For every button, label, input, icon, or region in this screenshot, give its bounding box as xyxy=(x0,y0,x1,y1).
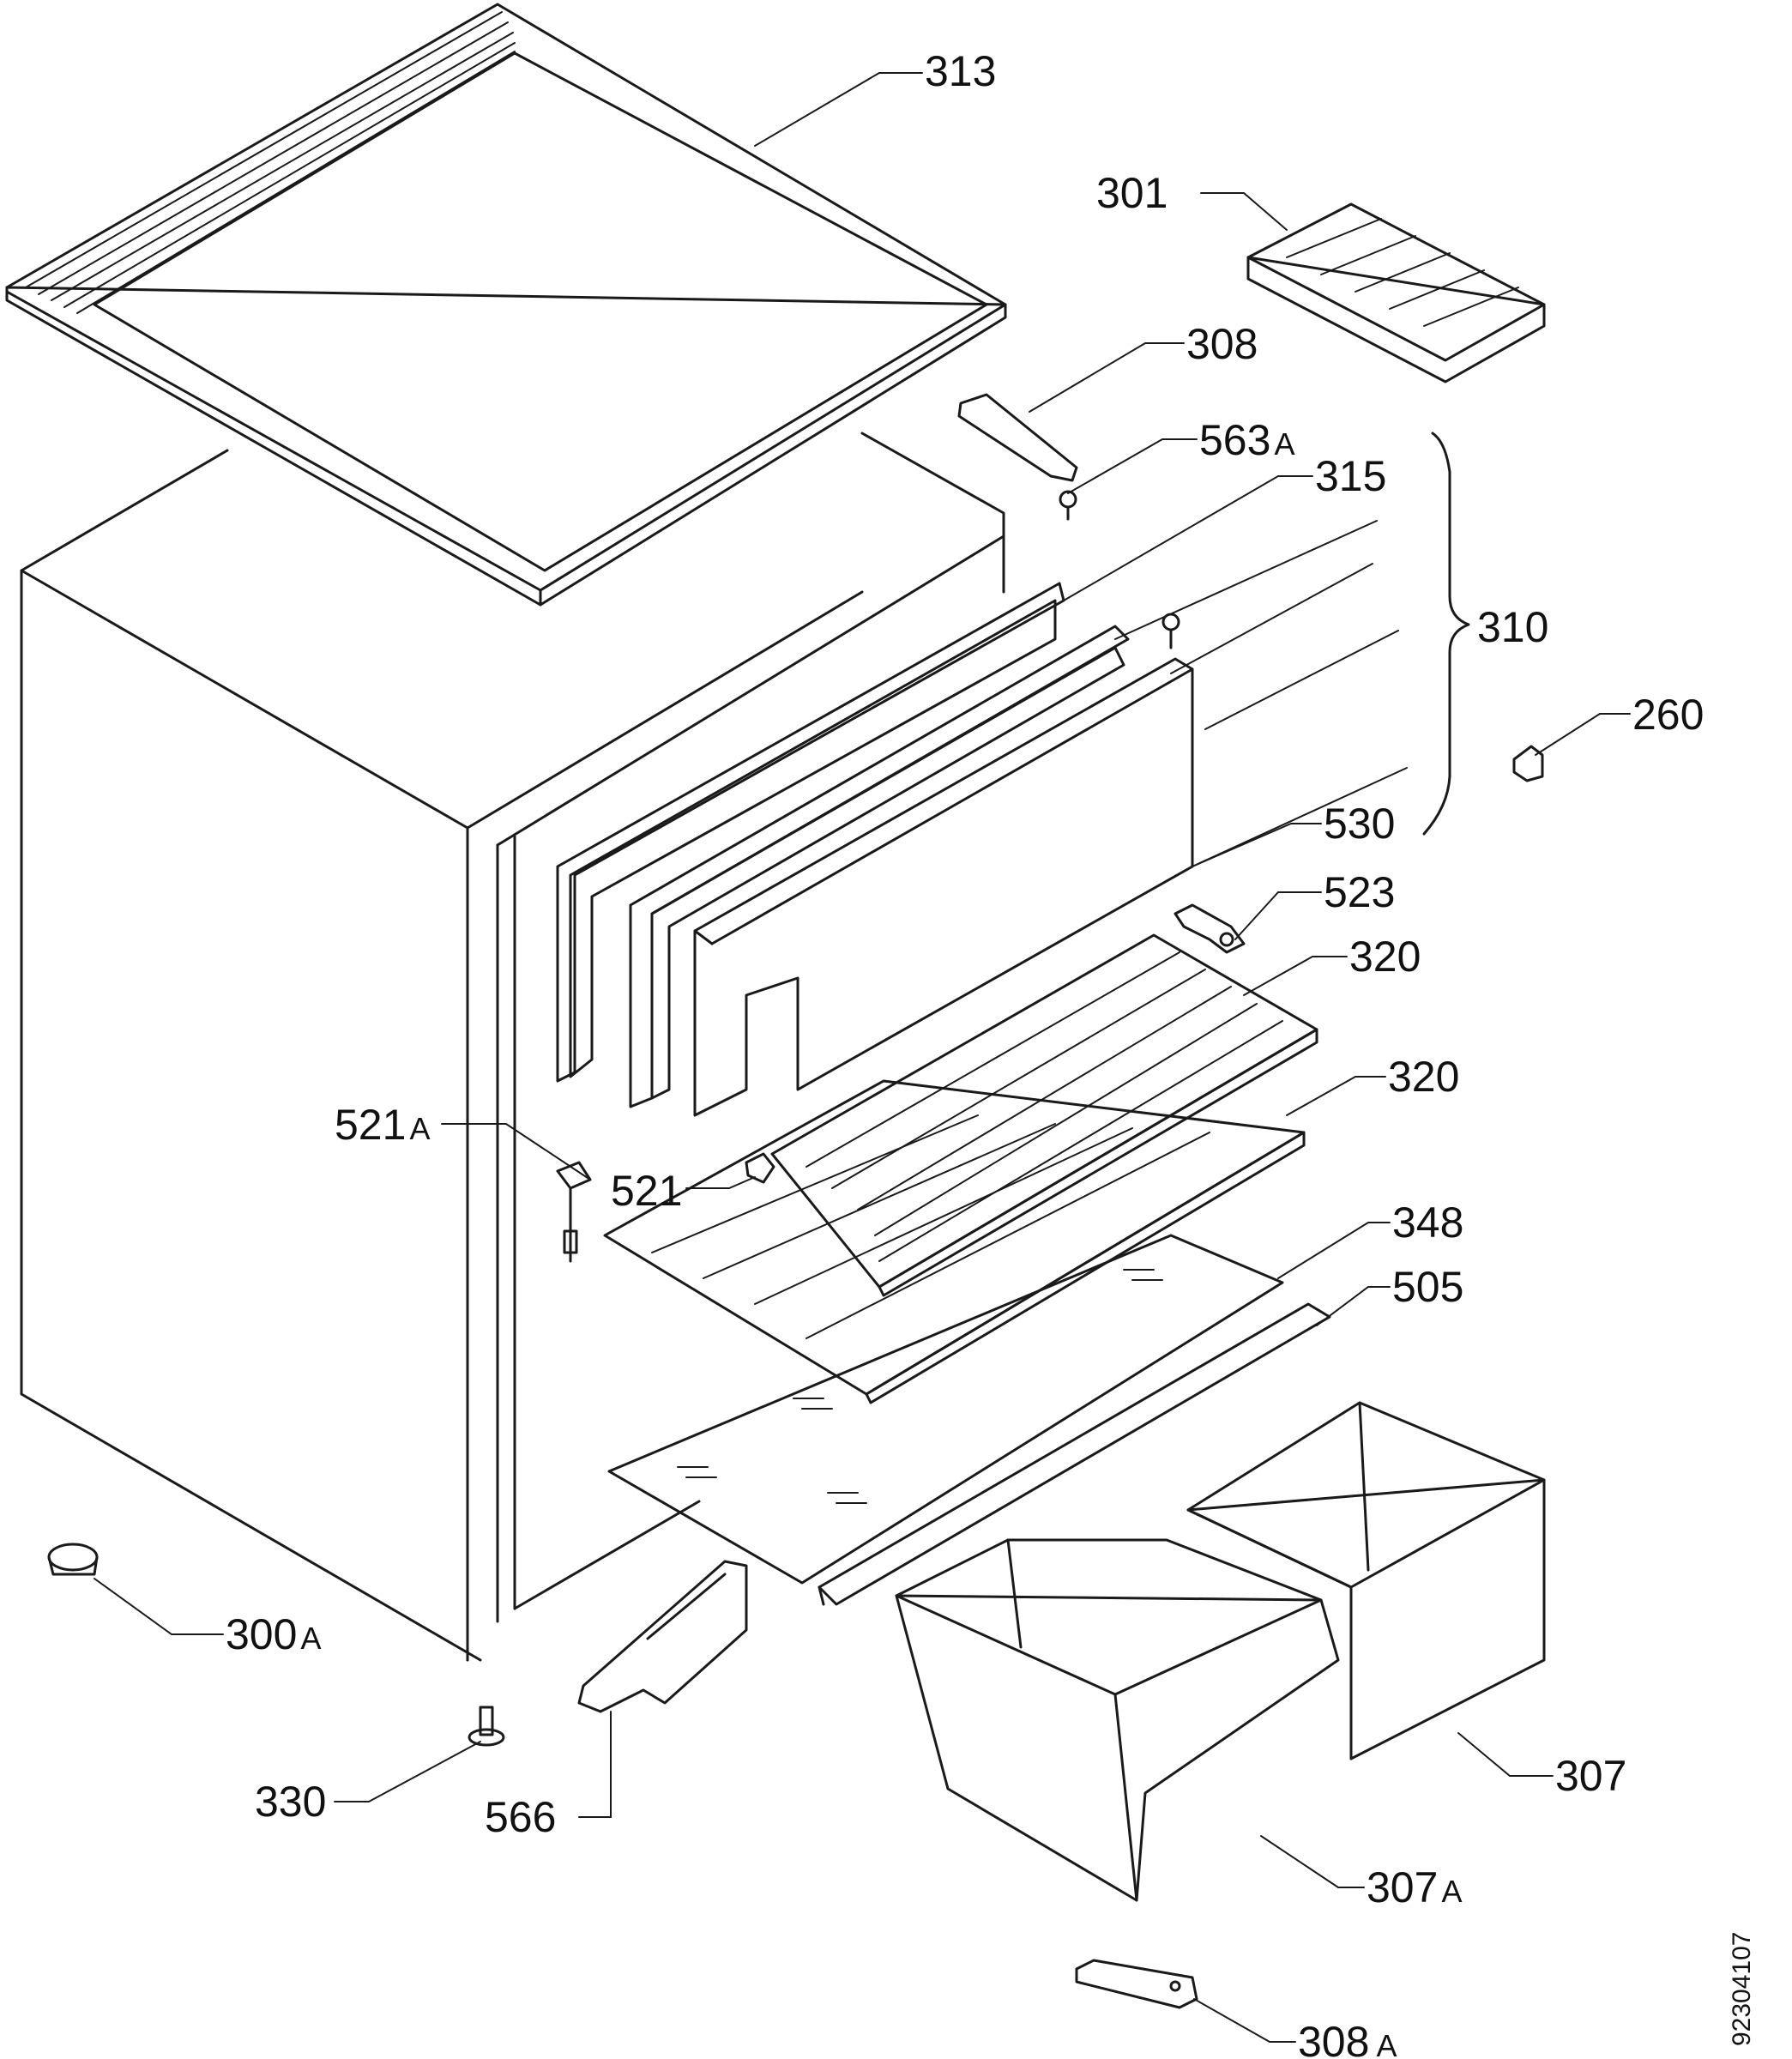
cabinet-body xyxy=(20,432,1005,1662)
label-315: 315 xyxy=(1315,452,1386,500)
label-307a-number: 307 xyxy=(1367,1863,1438,1911)
crisper-bin-307a xyxy=(895,1538,1340,1902)
front-strip-505 xyxy=(818,1302,1331,1606)
label-521a-number: 521 xyxy=(335,1101,406,1149)
adjustable-foot-330 xyxy=(468,1706,505,1747)
top-cover-313 xyxy=(5,3,1007,607)
drawing-number: 92304107 xyxy=(1728,1932,1756,2046)
hinge-bracket-308a xyxy=(1075,1959,1198,2009)
door-panel-530 xyxy=(693,657,1194,1117)
screw-563a xyxy=(1059,490,1077,521)
bottle-retainer-566 xyxy=(577,1560,748,1713)
label-308a-suffix: A xyxy=(1376,2028,1397,2059)
label-563a-suffix: A xyxy=(1274,426,1294,462)
label-566: 566 xyxy=(485,1793,556,1841)
label-521a-suffix: A xyxy=(409,1111,430,1146)
label-300a-number: 300 xyxy=(226,1610,297,1658)
label-563a-number: 563 xyxy=(1199,416,1270,464)
label-300a-suffix: A xyxy=(300,1621,321,1656)
label-505: 505 xyxy=(1392,1263,1463,1311)
label-310: 310 xyxy=(1477,603,1548,651)
label-307a-suffix: A xyxy=(1441,1874,1462,1909)
crisper-bin-307 xyxy=(1186,1401,1546,1760)
label-320-lower: 320 xyxy=(1388,1053,1459,1101)
label-320-upper: 320 xyxy=(1349,933,1421,981)
hinge-bracket-308 xyxy=(957,393,1078,482)
label-308: 308 xyxy=(1186,320,1258,368)
inner-door-310 xyxy=(629,625,1130,1108)
label-523: 523 xyxy=(1324,868,1395,916)
label-521: 521 xyxy=(611,1167,682,1215)
clip-260 xyxy=(1512,745,1544,782)
label-308a-number: 308 xyxy=(1298,2018,1369,2059)
label-530: 530 xyxy=(1324,800,1395,848)
support-521 xyxy=(745,1152,775,1184)
shelf-lower-320 xyxy=(603,1079,1306,1404)
foot-300a xyxy=(47,1543,99,1576)
screw-310-cap xyxy=(1161,613,1180,649)
ice-tray-301 xyxy=(1246,202,1546,383)
label-330: 330 xyxy=(255,1778,326,1826)
label-301: 301 xyxy=(1096,169,1168,217)
label-348: 348 xyxy=(1392,1199,1463,1247)
glass-shelf-348 xyxy=(607,1234,1284,1585)
leader-lines xyxy=(94,72,1631,2043)
label-307: 307 xyxy=(1555,1752,1626,1800)
label-260: 260 xyxy=(1632,691,1704,739)
hinge-pin-523 xyxy=(1174,903,1246,954)
door-seal-315 xyxy=(556,582,1065,1083)
label-313: 313 xyxy=(925,47,996,95)
brace-310 xyxy=(1422,432,1470,836)
